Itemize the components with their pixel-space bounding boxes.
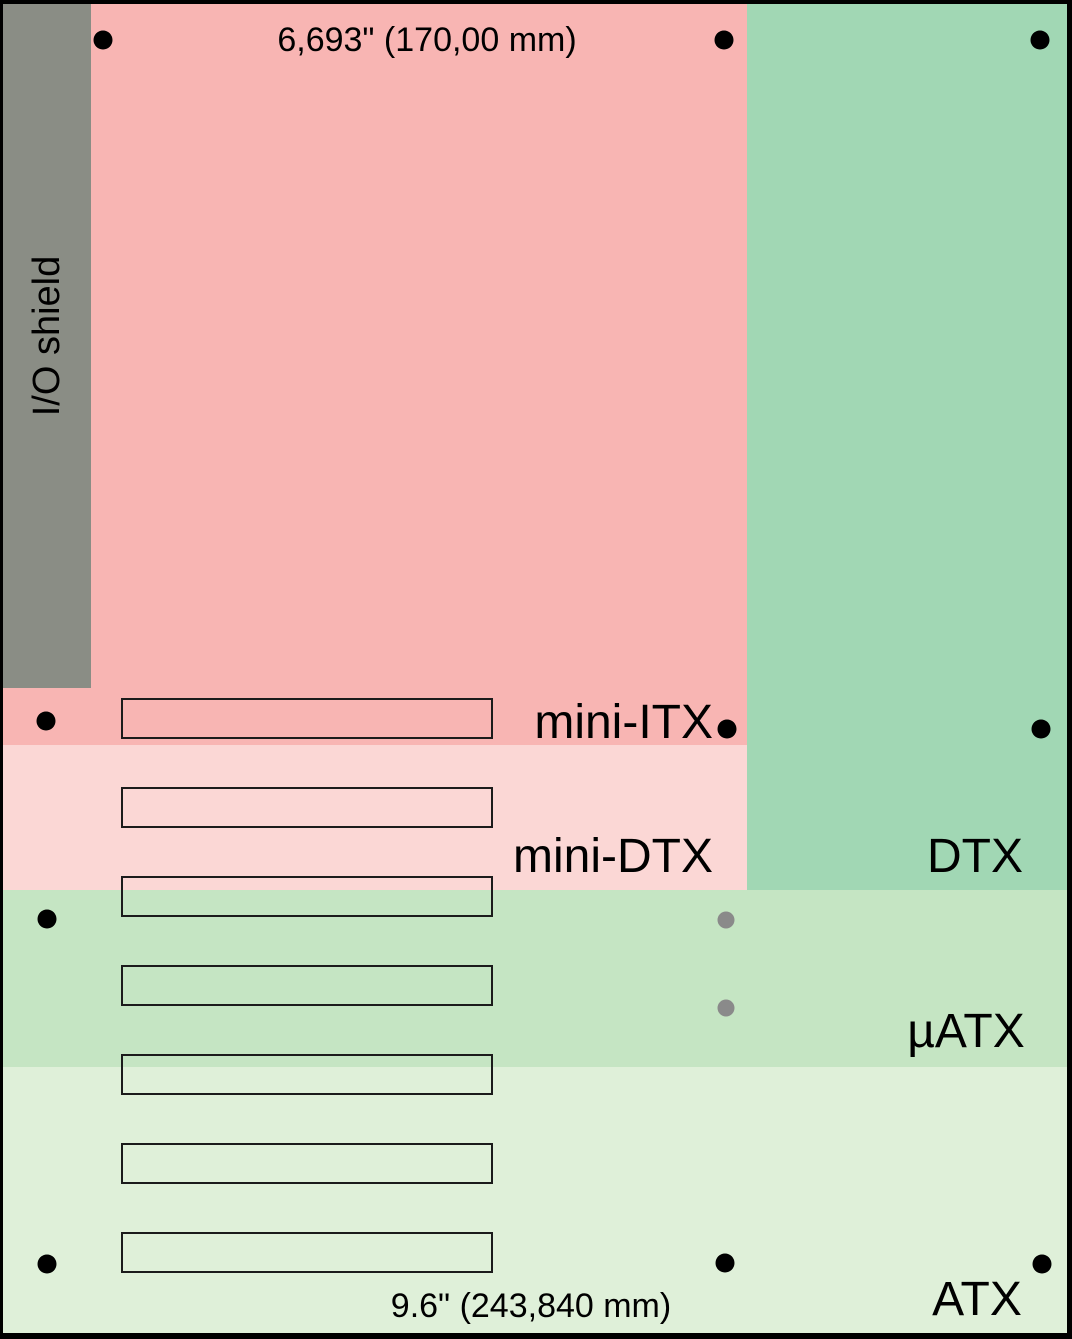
dimension-label-top: 6,693" (170,00 mm) — [277, 21, 577, 59]
label-uatx: µATX — [907, 1005, 1025, 1058]
mounting-hole — [93, 30, 113, 50]
io-shield — [3, 4, 91, 688]
expansion-slot — [121, 1232, 493, 1273]
label-mini-dtx: mini-DTX — [513, 830, 713, 883]
mounting-hole — [37, 1254, 57, 1274]
mounting-hole — [37, 909, 57, 929]
mounting-hole — [36, 711, 56, 731]
mounting-hole — [715, 1253, 735, 1273]
mounting-hole — [717, 999, 735, 1017]
expansion-slot — [121, 1054, 493, 1095]
mounting-hole — [717, 719, 737, 739]
expansion-slot — [121, 787, 493, 828]
expansion-slot — [121, 698, 493, 739]
label-mini-itx: mini-ITX — [534, 696, 713, 749]
expansion-slot — [121, 876, 493, 917]
mounting-hole — [1032, 1254, 1052, 1274]
expansion-slot — [121, 965, 493, 1006]
label-atx: ATX — [932, 1273, 1022, 1326]
label-dtx: DTX — [927, 830, 1023, 883]
region-mini-itx — [3, 4, 747, 745]
mounting-hole — [717, 911, 735, 929]
mounting-hole — [1031, 719, 1051, 739]
expansion-slot — [121, 1143, 493, 1184]
mounting-hole — [1030, 30, 1050, 50]
io-shield-label: I/O shield — [26, 255, 68, 417]
mounting-hole — [714, 30, 734, 50]
dimension-label-bottom: 9.6" (243,840 mm) — [390, 1287, 672, 1325]
